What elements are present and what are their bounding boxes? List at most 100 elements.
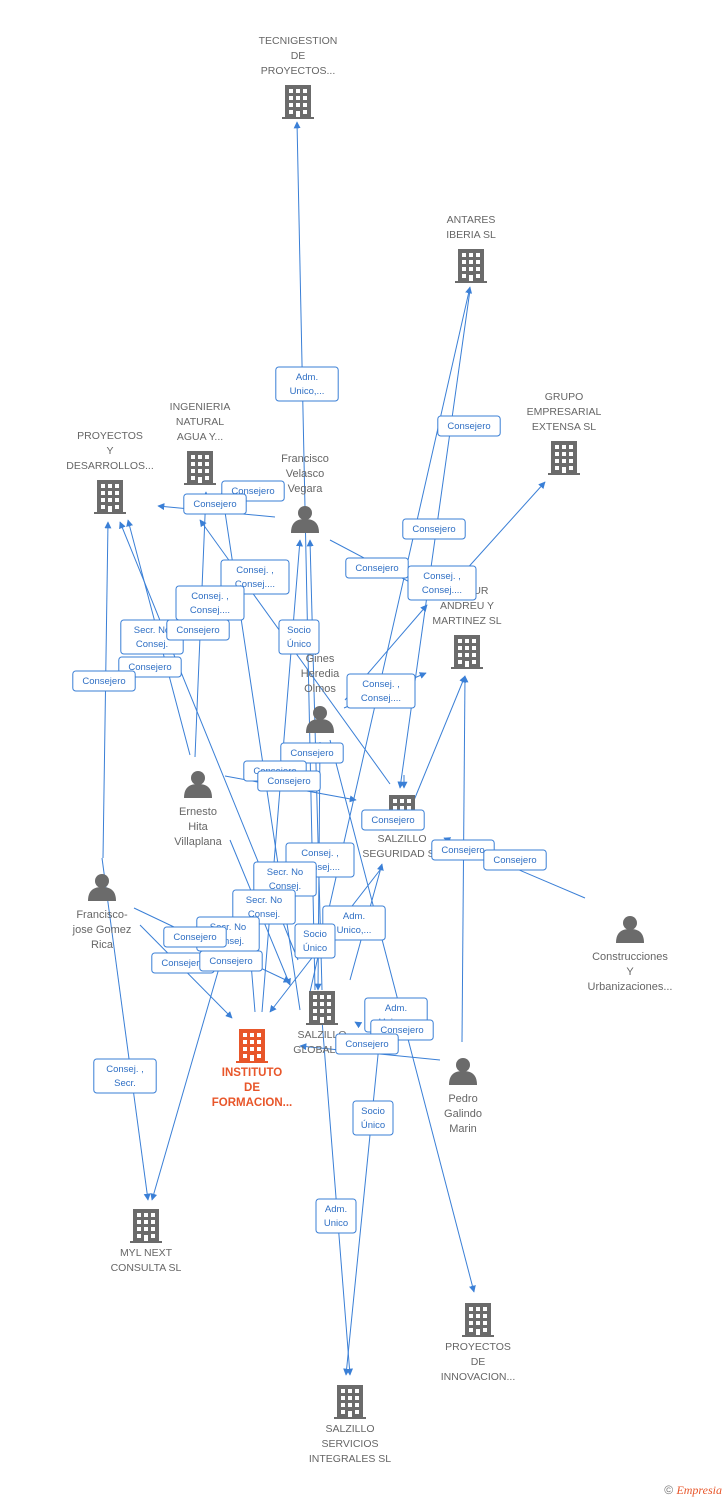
node-label-line: SEGURIDAD SA [362,848,441,860]
footer-brand[interactable]: © Empresia [664,1483,722,1498]
node-label-line: Y [626,966,634,978]
node-label-line: Francisco [281,453,329,465]
edge-label-box [166,619,230,641]
node-label-line: Olmos [304,683,336,695]
building-icon[interactable] [184,451,216,485]
edge-label[interactable]: Consej. ,Consej.... [346,673,416,709]
edge-label-box [232,889,296,925]
person-icon[interactable] [184,771,212,798]
edge-label-text: Socio [287,625,311,636]
edge-label-text: Consejero [161,958,204,969]
building-icon[interactable] [94,480,126,514]
edge-label-text: Secr. No [210,922,246,933]
node-label-line: PROYECTOS [445,1341,511,1353]
edge-label[interactable]: Consejero [257,770,321,792]
node-label-line: DE [291,50,306,62]
edge-label[interactable]: Consejero [335,1033,399,1055]
edge-label[interactable]: Adm.Unico,... [275,366,339,402]
edge-label-box [278,619,320,655]
edge-label[interactable]: Adm.Unico [315,1198,357,1234]
edge-label[interactable]: Consej. ,Secr. [93,1058,157,1094]
person-icon[interactable] [291,506,319,533]
building-icon[interactable] [548,441,580,475]
edge-label-text: Consejero [380,1025,423,1036]
edge-label-text: Consejero [173,932,216,943]
edge-label[interactable]: Consejero [183,493,247,515]
building-icon[interactable] [334,1385,366,1419]
node-label-line: FORMACION... [212,1097,293,1109]
edge-label[interactable]: Consejero [437,415,501,437]
edge-label[interactable]: Consejero [402,518,466,540]
edge-label-box [322,905,386,941]
edge-label-text: Consej. , [236,565,274,576]
edge-label[interactable]: Consejero [361,809,425,831]
node-construcciones[interactable]: ConstruccionesYUrbanizaciones... [588,916,673,993]
edge-label-text: Consejero [447,421,490,432]
edge-label-text: Socio [303,929,327,940]
edge-label[interactable]: Consej. ,Consej.... [407,565,477,601]
node-label-line: jose Gomez [72,924,132,936]
node-label-line: PROYECTOS [77,430,143,442]
edge-label-box [93,1058,157,1094]
edge-label-box [335,1033,399,1055]
edge-label[interactable]: Consej. ,Consej.... [175,585,245,621]
edge-label[interactable]: Adm.Unico,... [322,905,386,941]
node-label-line: Y [106,445,113,457]
edge-label-text: Consejero [493,855,536,866]
person-icon[interactable] [306,706,334,733]
edge-label[interactable]: Consejero [280,742,344,764]
node-instituto[interactable]: INSTITUTODEFORMACION... [212,1029,293,1109]
edge-label-text: Consejero [82,676,125,687]
edge-label[interactable]: Consejero [151,952,215,974]
edge-label[interactable]: Consejero [483,849,547,871]
person-icon[interactable] [616,916,644,943]
node-label-line: Vegara [288,483,324,495]
edge-label-box [280,742,344,764]
node-innovacion[interactable]: PROYECTOSDEINNOVACION... [441,1303,515,1383]
edge-label-text: Consejero [209,956,252,967]
edge-label-text: Consejero [267,776,310,787]
edge-label-text: Único [287,639,311,650]
building-icon[interactable] [455,249,487,283]
person-icon[interactable] [88,874,116,901]
node-tecnigestion[interactable]: TECNIGESTIONDEPROYECTOS... [259,35,338,119]
edge-label[interactable]: Consejero [72,670,136,692]
edge-label[interactable]: Consejero [345,557,409,579]
edge-label-box [163,926,227,948]
edge-label[interactable]: Consejero [163,926,227,948]
edge-label-text: Adm. [343,911,365,922]
building-icon[interactable] [236,1029,268,1063]
relation-edge [101,857,151,1201]
node-proyectos-des[interactable]: PROYECTOSYDESARROLLOS... [66,430,154,514]
edge-label-text: Consejero [345,1039,388,1050]
building-icon[interactable] [462,1303,494,1337]
building-icon[interactable] [451,635,483,669]
edge-label-box [437,415,501,437]
building-icon[interactable] [282,85,314,119]
edge-label-text: Consej. , [362,679,400,690]
person-icon[interactable] [449,1058,477,1085]
edge-label[interactable]: Consejero [166,619,230,641]
node-label-line: SERVICIOS [322,1438,379,1450]
edge-label-box [183,493,247,515]
edge-label[interactable]: Consejero [199,950,263,972]
building-icon[interactable] [306,991,338,1025]
building-icon[interactable] [130,1209,162,1243]
